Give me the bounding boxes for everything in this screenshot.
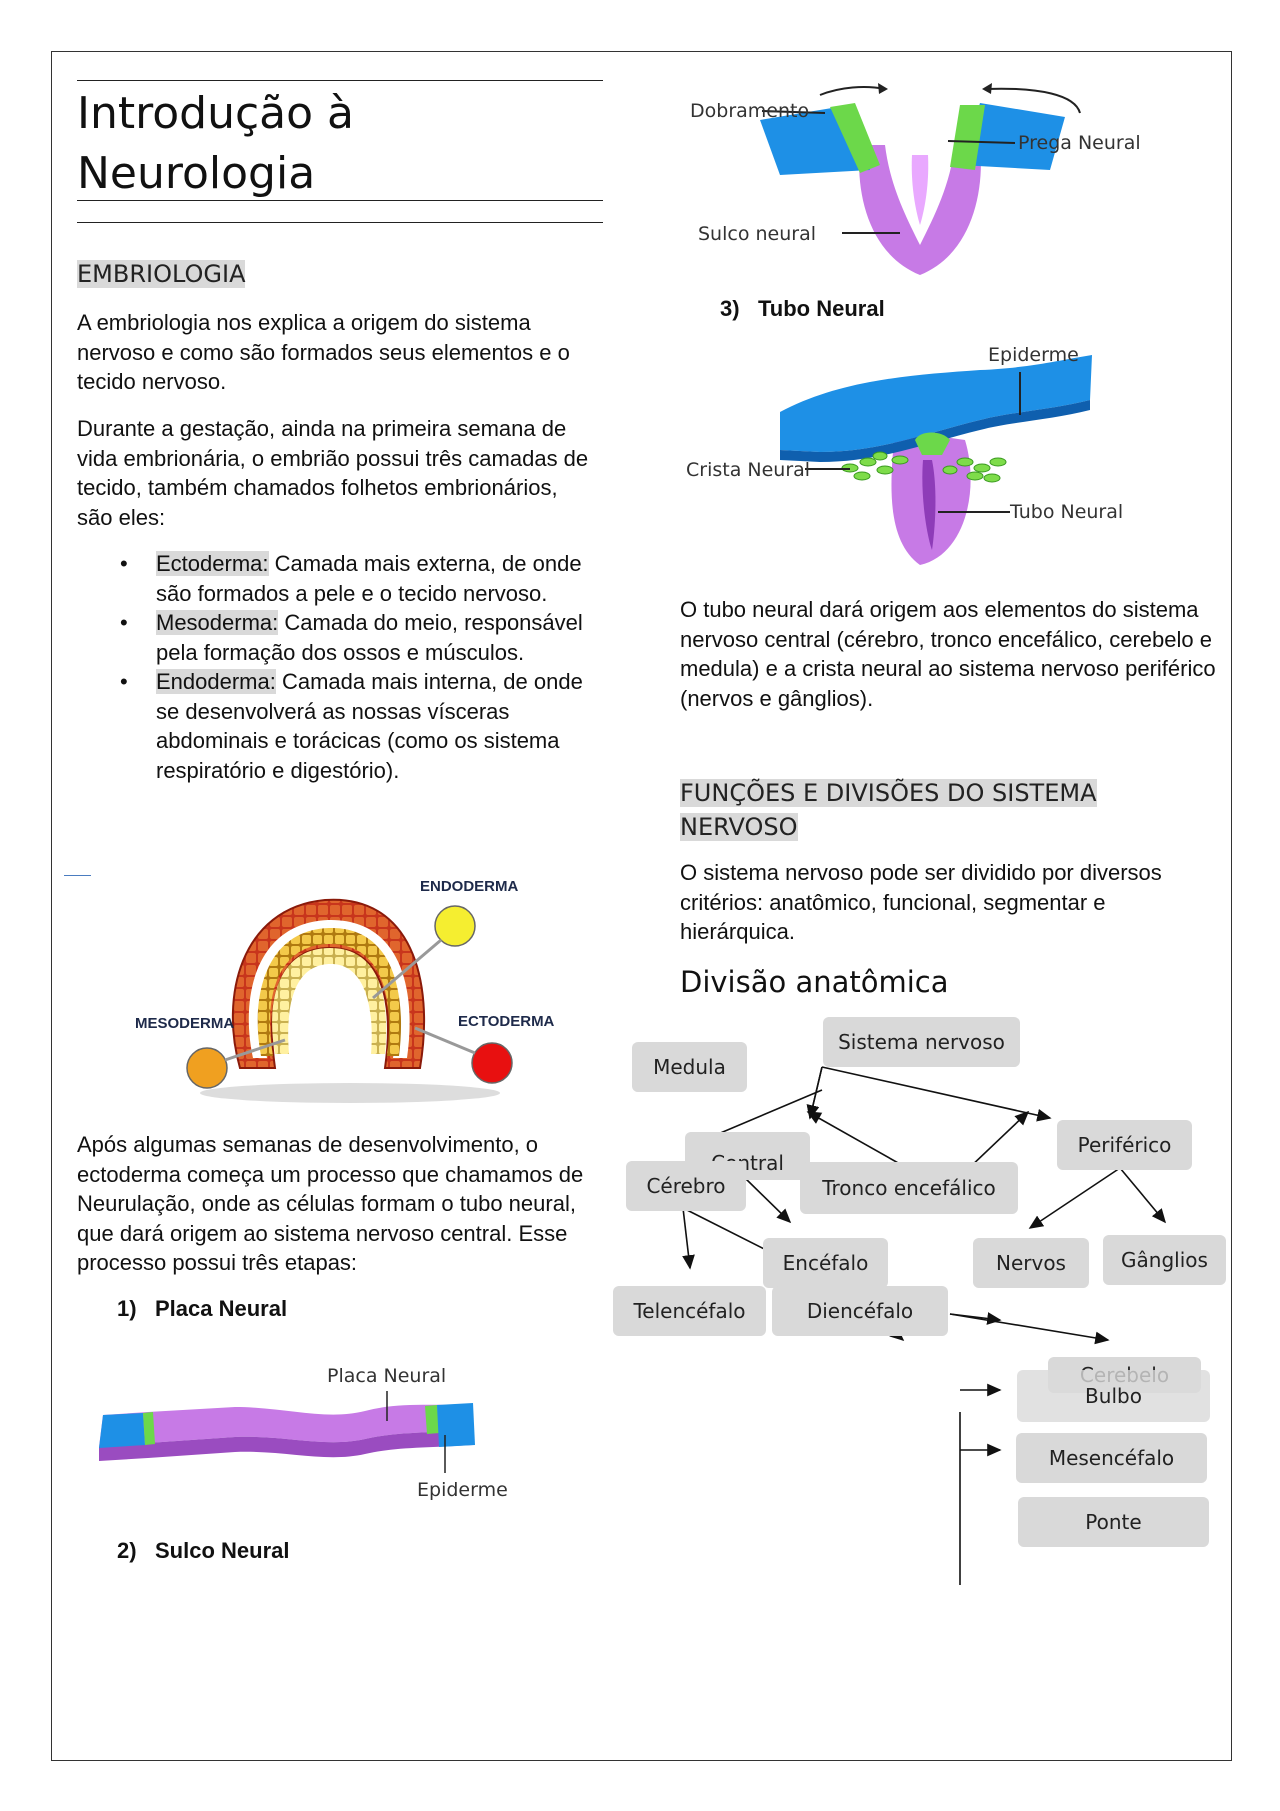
node-ponte: Ponte xyxy=(1018,1497,1209,1547)
step-number: 3) xyxy=(720,296,740,321)
label-dobramento: Dobramento xyxy=(690,100,809,122)
mesoderm-pointer xyxy=(224,1038,286,1062)
step-placa-neural: 1) Placa Neural xyxy=(117,1296,287,1322)
subheading-divisao-anatomica: Divisão anatômica xyxy=(680,965,949,999)
bullet-icon: • xyxy=(120,551,128,576)
label-crista-neural: Crista Neural xyxy=(686,459,810,481)
term-ectoderma: Ectoderma: xyxy=(156,551,269,576)
germ-layers-figure: ENDODERMA MESODERMA ECTODERMA xyxy=(135,878,555,1103)
neural-groove-figure: Dobramento Prega Neural Sulco neural xyxy=(690,83,1141,275)
step-tubo-neural: 3) Tubo Neural xyxy=(720,296,885,322)
ectoderm-marker xyxy=(471,1042,513,1084)
node-periferico: Periférico xyxy=(1057,1120,1192,1170)
fold-right xyxy=(960,103,1065,170)
term-endoderma: Endoderma: xyxy=(156,669,276,694)
groove-inner xyxy=(911,155,929,225)
node-mesencefalo: Mesencéfalo xyxy=(1016,1433,1207,1483)
germ-layer-list: • Ectoderma: Camada mais externa, de onde… xyxy=(110,549,610,785)
step-number: 1) xyxy=(117,1296,137,1321)
title-rule-top xyxy=(77,80,603,81)
arrow-head xyxy=(878,83,888,94)
list-item-mesoderma: • Mesoderma: Camada do meio, responsável … xyxy=(110,608,610,667)
fold-left-green xyxy=(830,103,880,173)
paragraph-intro: A embriologia nos explica a origem do si… xyxy=(77,310,570,394)
step-sulco-neural: 2) Sulco Neural xyxy=(117,1538,289,1564)
node-diencefalo: Diencéfalo xyxy=(772,1286,948,1336)
node-sistema-nervoso: Sistema nervoso xyxy=(823,1017,1020,1067)
paragraph-tubo: O tubo neural dará origem aos elementos … xyxy=(680,597,1216,711)
bullet-icon: • xyxy=(120,610,128,635)
groove-body xyxy=(859,145,981,275)
prega-pointer xyxy=(947,140,1016,144)
section-heading-embriologia: EMBRIOLOGIA xyxy=(77,260,246,288)
list-item-ectoderma: • Ectoderma: Camada mais externa, de onde… xyxy=(110,549,610,608)
neural-plate-figure: Placa Neural Epiderme xyxy=(99,1365,508,1501)
plate-side xyxy=(99,1430,473,1461)
node-encefalo: Encéfalo xyxy=(763,1238,888,1288)
crest-top xyxy=(915,432,950,455)
step-label: Tubo Neural xyxy=(758,296,885,321)
section-heading-text: EMBRIOLOGIA xyxy=(77,260,246,288)
crest-right xyxy=(425,1405,439,1434)
step-label: Placa Neural xyxy=(155,1296,288,1321)
endoderm-marker xyxy=(434,905,476,947)
endoderm-layer xyxy=(272,948,387,1054)
section-heading-funcoes: FUNÇÕES E DIVISÕES DO SISTEMA NERVOSO xyxy=(680,776,1140,844)
epiderme-right xyxy=(437,1403,475,1447)
shadow xyxy=(200,1083,500,1103)
list-item-endoderma: • Endoderma: Camada mais interna, de onde… xyxy=(110,667,610,785)
bullet-icon: • xyxy=(120,669,128,694)
node-ganglios: Gânglios xyxy=(1103,1235,1226,1285)
page-frame xyxy=(51,51,1232,1761)
node-bulbo: Bulbo xyxy=(1017,1370,1210,1422)
neural-tube-figure: Epiderme Crista Neural Tubo Neural xyxy=(686,344,1123,565)
fold-arrow-left xyxy=(819,86,886,96)
node-nervos: Nervos xyxy=(973,1238,1089,1288)
title-rule-bottom xyxy=(77,222,603,223)
step-label: Sulco Neural xyxy=(155,1538,290,1563)
list-item-text: Camada mais externa, de onde são formado… xyxy=(156,551,582,606)
mesoderm-marker xyxy=(186,1047,228,1089)
ectoderm-pointer xyxy=(414,1026,476,1055)
epiderme-sheet xyxy=(780,355,1092,452)
fold-right-green xyxy=(950,105,985,170)
label-endoderma: ENDODERMA xyxy=(420,878,519,895)
paragraph-neurulacao: Após algumas semanas de desenvolvimento,… xyxy=(77,1132,584,1275)
endoderm-pointer xyxy=(372,938,442,1000)
term-mesoderma: Mesoderma: xyxy=(156,610,279,635)
paragraph-divisao: O sistema nervoso pode ser dividido por … xyxy=(680,860,1162,944)
node-telencefalo: Telencéfalo xyxy=(613,1286,766,1336)
dobramento-pointer xyxy=(761,110,826,114)
label-sulco-neural: Sulco neural xyxy=(698,223,816,245)
epiderme-sheet-side xyxy=(780,400,1090,462)
label-epiderme: Epiderme xyxy=(417,1479,508,1501)
crest-cells xyxy=(841,451,1007,483)
node-tronco-encefalico: Tronco encefálico xyxy=(800,1162,1018,1214)
fold-arrow-right xyxy=(984,87,1081,114)
plate-surface xyxy=(99,1404,473,1447)
label-placa-neural: Placa Neural xyxy=(327,1365,446,1387)
label-ectoderma: ECTODERMA xyxy=(458,1013,555,1030)
list-item-text: Camada mais interna, de onde se desenvol… xyxy=(156,669,583,783)
tube-lumen xyxy=(922,460,936,550)
label-tubo-neural: Tubo Neural xyxy=(1009,501,1123,523)
paragraph-gestacao: Durante a gestação, ainda na primeira se… xyxy=(77,416,589,530)
section-heading-text: FUNÇÕES E DIVISÕES DO SISTEMA NERVOSO xyxy=(680,779,1097,841)
label-prega-neural: Prega Neural xyxy=(1018,132,1141,154)
step-number: 2) xyxy=(117,1538,137,1563)
label-epiderme: Epiderme xyxy=(988,344,1079,366)
epiderme-left xyxy=(99,1413,145,1448)
page-title: Introdução à Neurologia xyxy=(77,88,354,199)
list-item-text: Camada do meio, responsável pela formaçã… xyxy=(156,610,583,665)
arrow-head xyxy=(982,83,992,94)
margin-mark xyxy=(64,875,91,876)
title-rule-mid xyxy=(77,200,603,201)
node-cerebro: Cérebro xyxy=(626,1161,746,1211)
crest-left xyxy=(143,1412,155,1445)
label-mesoderma: MESODERMA xyxy=(135,1015,234,1032)
node-medula: Medula xyxy=(632,1042,747,1092)
